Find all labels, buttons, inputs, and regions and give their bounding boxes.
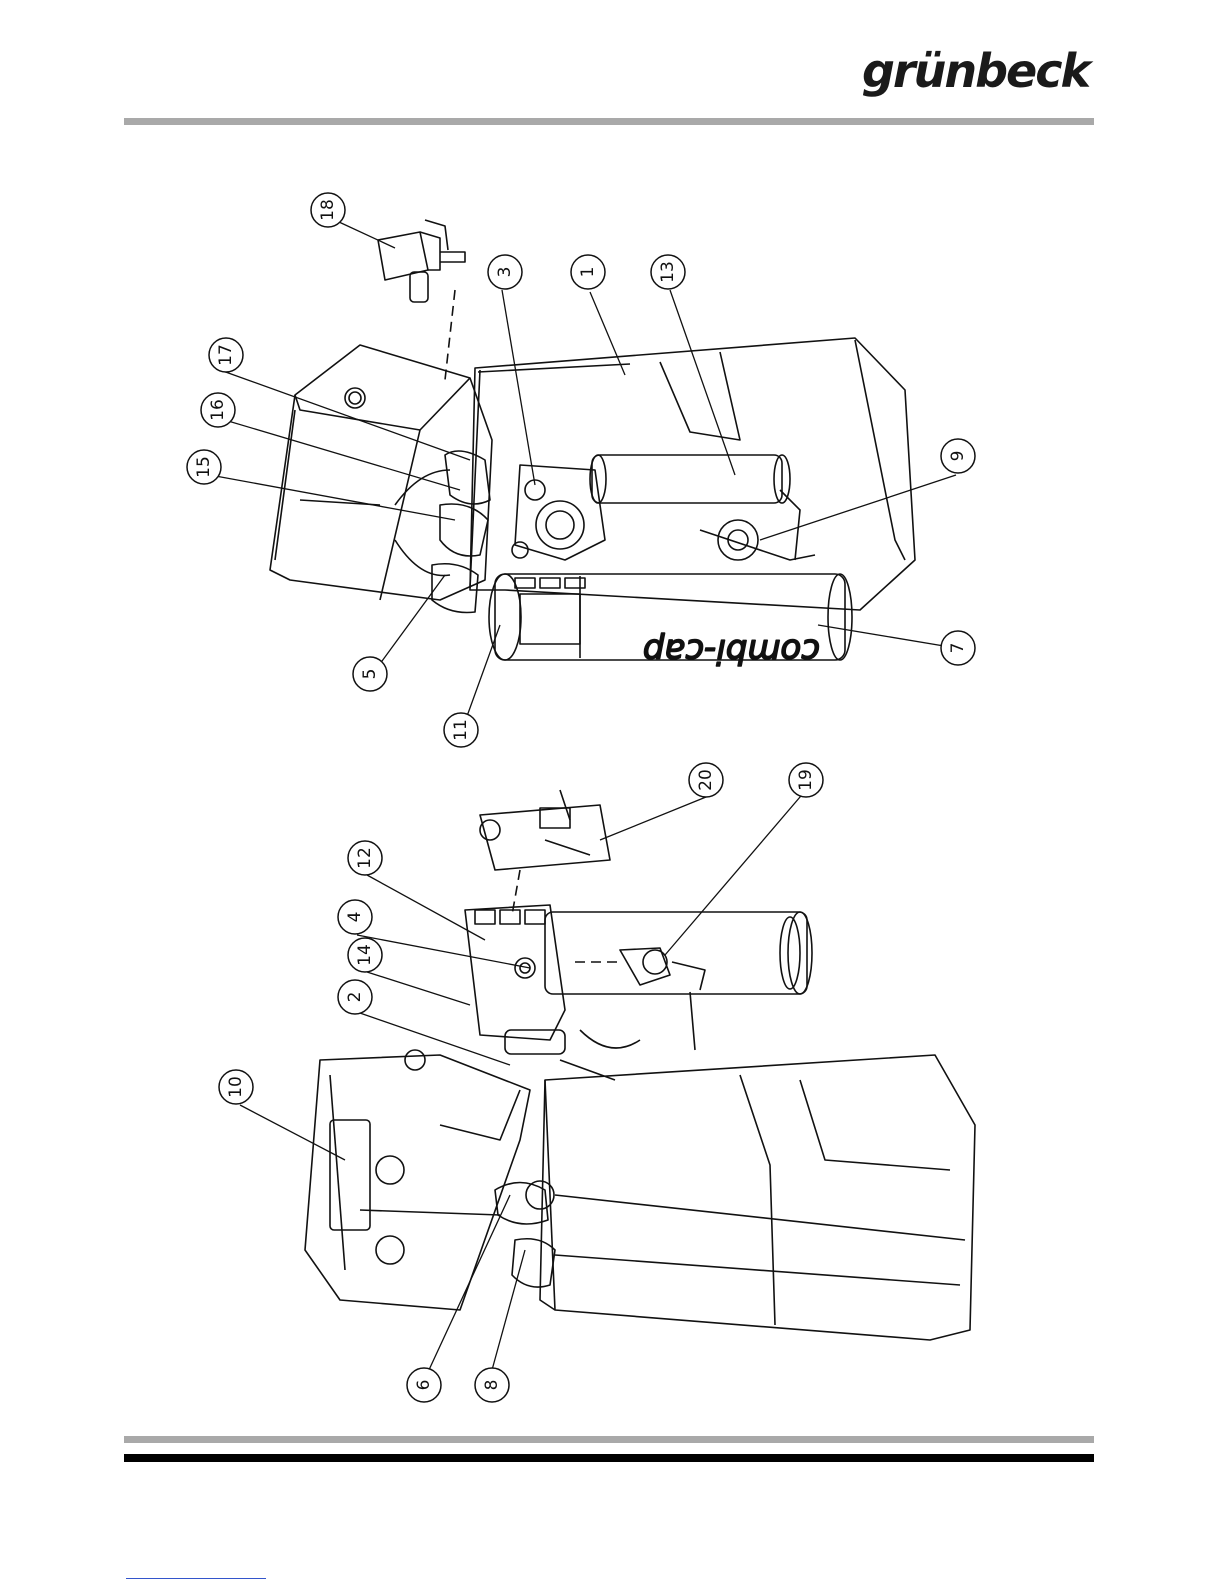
callout-label: 7 <box>948 643 968 654</box>
top-assembly <box>270 338 915 660</box>
callout-label: 18 <box>318 199 338 221</box>
valve-component-18 <box>378 220 465 380</box>
callout-label: 8 <box>482 1380 502 1391</box>
bottom-assembly <box>305 790 975 1340</box>
footer-rule-gray <box>124 1436 1094 1443</box>
callout-label: 15 <box>194 456 214 478</box>
callout-label: 20 <box>696 769 716 791</box>
callout-label: 17 <box>216 344 236 366</box>
callout-label: 12 <box>355 847 375 869</box>
callout-label: 19 <box>796 769 816 791</box>
callout-label: 11 <box>451 719 471 741</box>
footer-rule-black <box>124 1454 1094 1462</box>
callout-label: 6 <box>414 1380 434 1391</box>
product-label: combi-cap <box>643 631 820 671</box>
callout-label: 16 <box>208 399 228 421</box>
callout-label: 1 <box>578 267 598 278</box>
footer-link-underline[interactable] <box>126 1578 266 1579</box>
callout-label: 2 <box>345 992 365 1003</box>
callout-label: 9 <box>948 451 968 462</box>
callout-label: 5 <box>360 669 380 680</box>
callout-label: 14 <box>355 944 375 966</box>
callout-label: 10 <box>226 1076 246 1098</box>
callout-label: 13 <box>658 261 678 283</box>
callout-label: 4 <box>345 912 365 923</box>
callout-label: 3 <box>495 267 515 278</box>
